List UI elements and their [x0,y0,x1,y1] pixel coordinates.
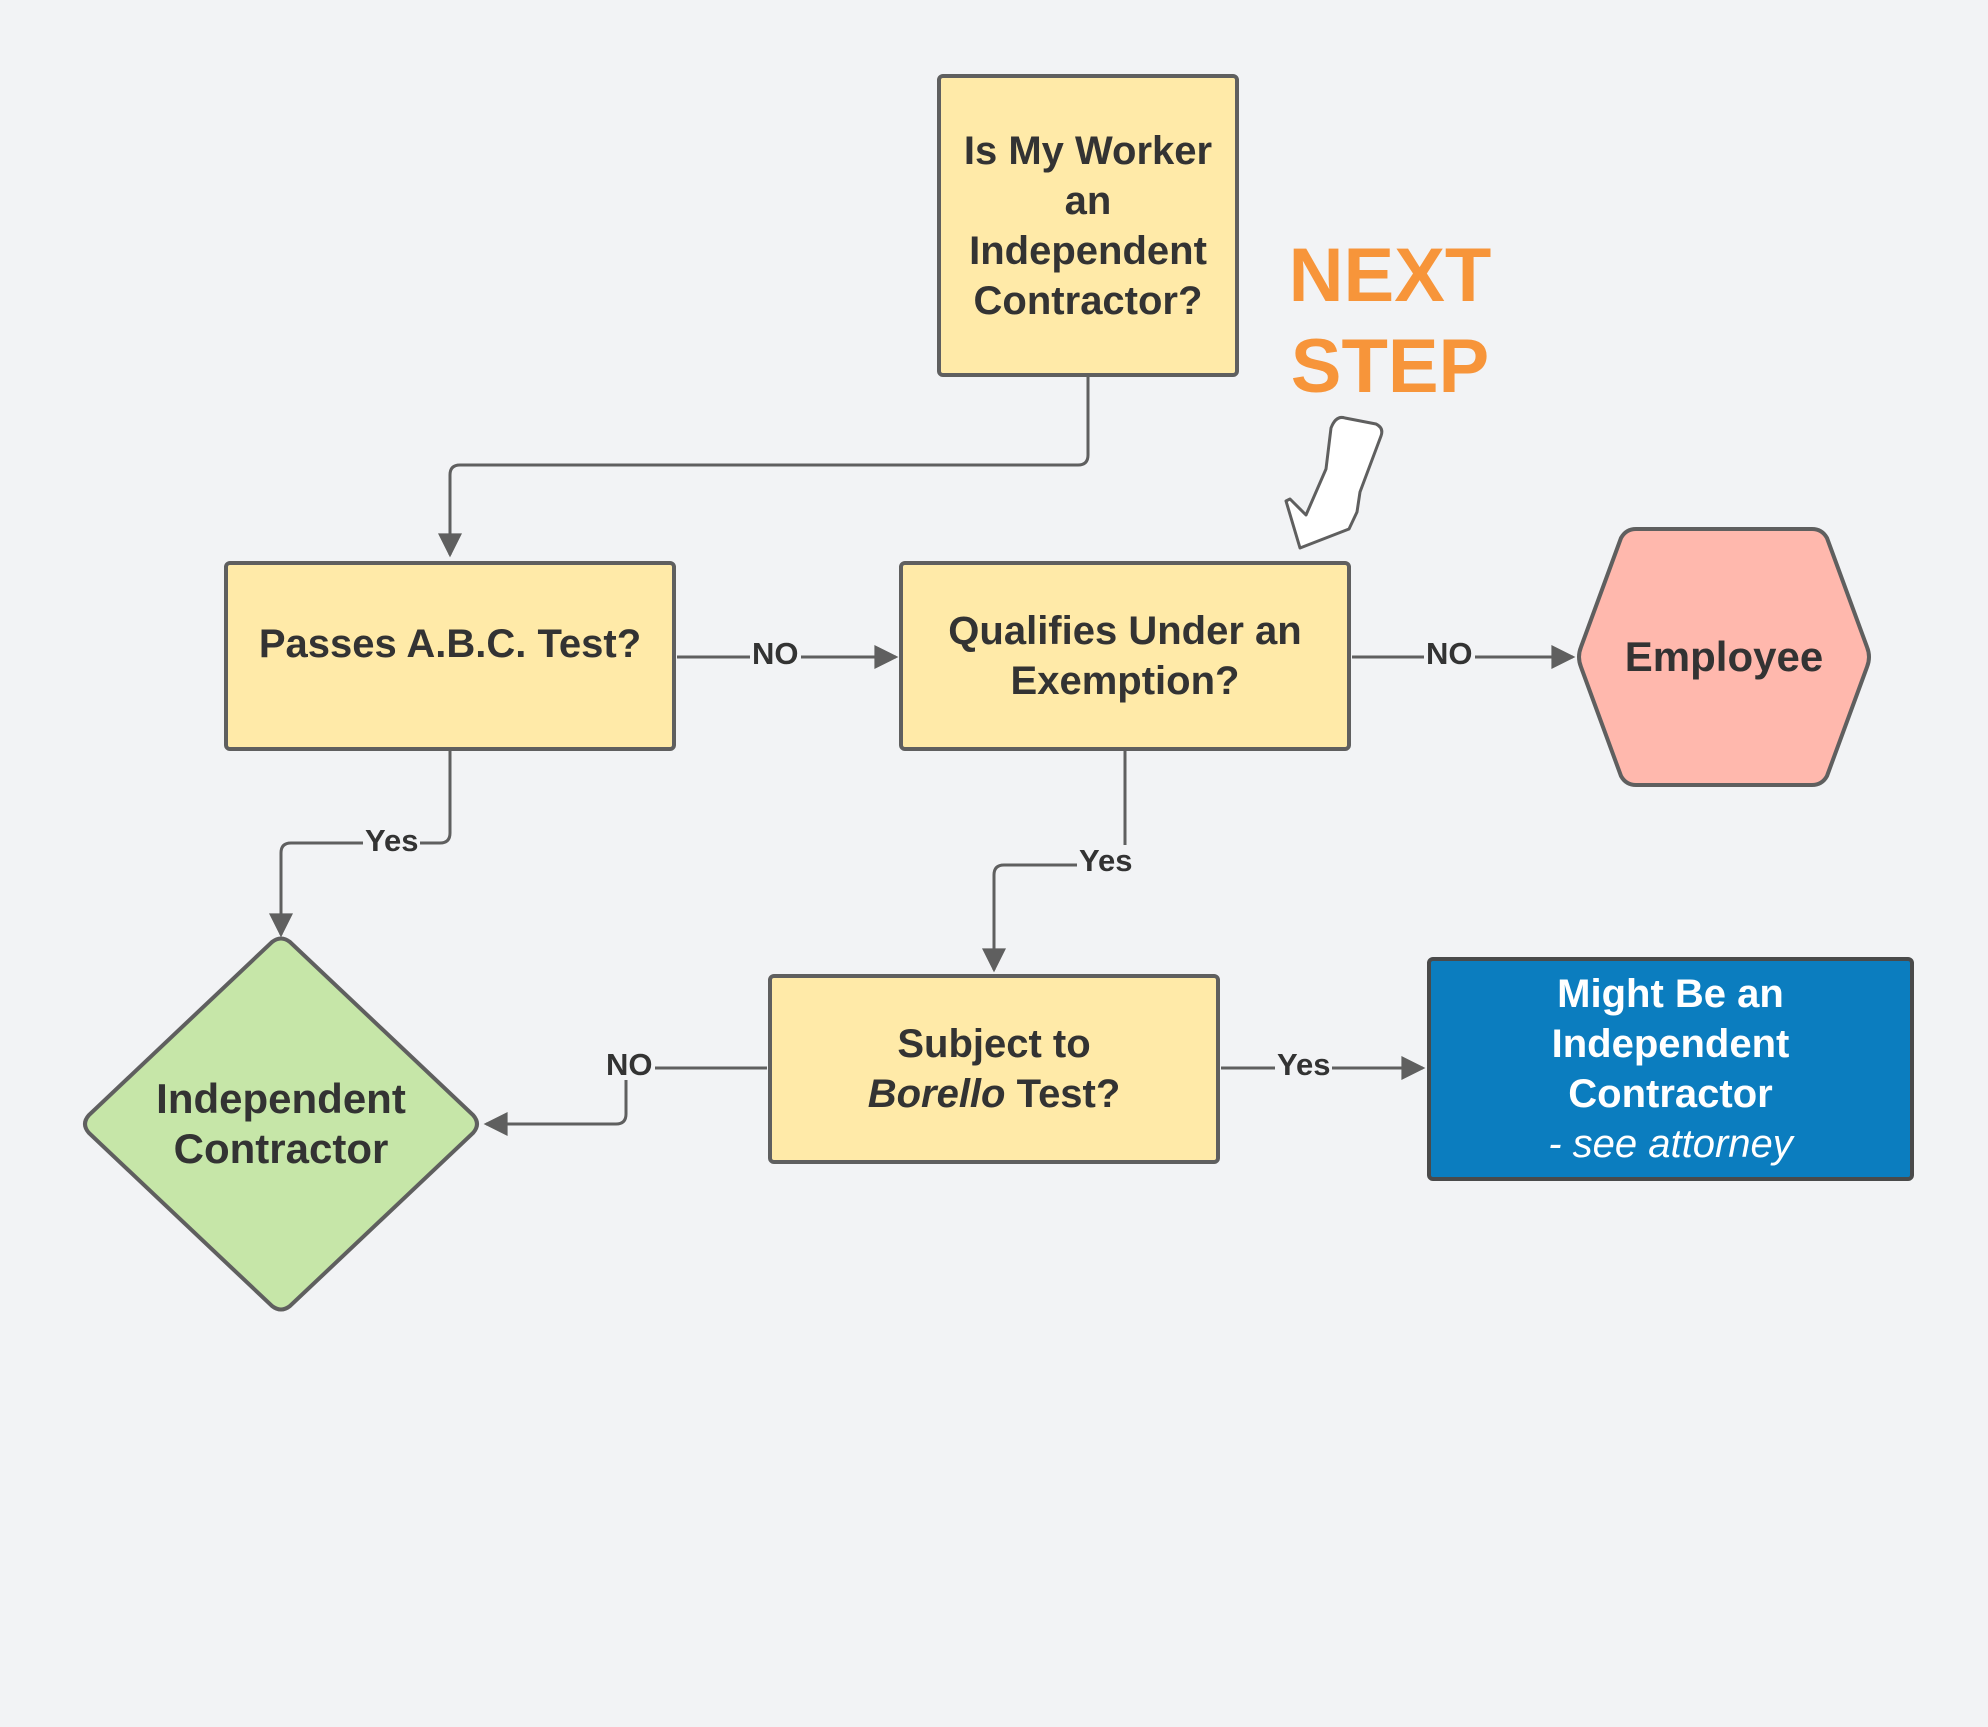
edge-label-borello-no: NO [604,1047,655,1082]
start-question-line: an [1064,178,1112,223]
might-be-line: Independent [1551,1022,1790,1066]
start-question-line: Is My Worker [963,128,1213,173]
diamond-shape [83,936,479,1312]
next-step-line: STEP [1290,324,1490,410]
might-be-contractor-box: Might Be an Independent Contractor - see… [1427,957,1914,1181]
edge-label-abc-no: NO [750,636,801,671]
might-be-line: Might Be an [1557,972,1784,1016]
start-question-box: Is My Worker an Independent Contractor? [937,74,1239,377]
connector-start-to-abc [438,375,1090,558]
edge-label-exemption-yes: Yes [1077,843,1135,878]
abc-test-box: Passes A.B.C. Test? [224,561,676,751]
borello-rest: Test? [1005,1072,1121,1116]
independent-contractor-line: Contractor [173,1125,389,1172]
employee-label: Employee [1624,632,1824,680]
exemption-line: Qualifies Under an [948,609,1302,653]
borello-test-box: Subject to Borello Test? [768,974,1220,1164]
edge-label-exemption-no: NO [1424,636,1475,671]
exemption-box: Qualifies Under an Exemption? [899,561,1351,751]
independent-contractor-diamond: Independent Contractor [76,936,486,1312]
hexagon-shape [1577,527,1871,787]
independent-contractor-line: Independent [156,1074,406,1122]
abc-test-label: Passes A.B.C. Test? [258,622,642,666]
pointer-arrow [1284,416,1384,550]
edge-label-borello-yes: Yes [1275,1047,1333,1082]
borello-line-2: Borello Test? [868,1069,1121,1119]
next-step-line: NEXT [1288,233,1492,318]
see-attorney-note: - see attorney [1548,1122,1793,1166]
might-be-line: Contractor [1568,1072,1773,1116]
connector-exemption-to-borello [982,750,1127,973]
start-question-line: Contractor? [973,278,1203,323]
exemption-line: Exemption? [1010,659,1240,703]
edge-label-abc-yes: Yes [363,823,421,858]
next-step-callout: NEXT STEP [1270,230,1510,412]
borello-italic: Borello [867,1072,1006,1116]
employee-hexagon: Employee [1574,525,1874,789]
borello-line-1: Subject to [897,1022,1091,1066]
start-question-line: Independent [969,228,1207,273]
